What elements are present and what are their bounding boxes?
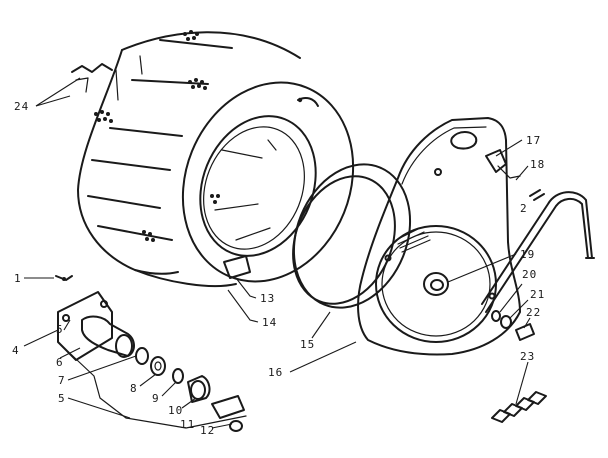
shell-seam [115,55,143,101]
bearing-housing [81,315,135,357]
rear-bulkhead-panel [357,117,521,356]
washer-part-21 [500,315,512,329]
callout-1: 1 [14,272,22,285]
plate-hole [62,314,70,322]
callout-15: 15 [300,338,315,351]
bulkhead-hole [488,292,496,300]
bushing-part-7 [135,347,149,365]
callout-24: 24 [14,100,29,113]
callout-19: 19 [520,248,535,261]
shell-slot [87,195,161,209]
bulkhead-recess [375,225,497,343]
bracket-plate [485,149,507,173]
callout-22: 22 [526,306,541,319]
drum-glides-part-23 [491,391,547,423]
clip-part-12 [229,420,243,432]
drum-back-rim [77,49,179,275]
drum-front-flange-outer [181,81,355,283]
seal-inner-edge [292,175,396,305]
callout-labels: 24 1 4 5 6 7 5 8 9 10 11 12 13 14 15 16 … [12,100,545,437]
callout-14: 14 [262,316,277,329]
drum-shaft-hub [423,272,449,296]
callout-11: 11 [180,418,195,431]
callout-4: 4 [12,344,20,357]
bulkhead-vent-slot [450,131,478,150]
shell-slot [131,79,209,85]
callout-12: 12 [200,424,215,437]
bulkhead-rim [401,126,487,185]
sleeve-part-10-face [190,380,206,400]
assembly-outline [59,343,247,429]
shell-slot [159,39,233,49]
bearing-part-8 [150,356,166,376]
drum-inner-lip [203,126,305,250]
leader-lines [23,77,531,429]
flange-hole [297,97,303,103]
shell-slot [91,159,171,171]
screw-part-1 [55,275,73,281]
bearing-bracket [485,149,521,179]
callout-6: 6 [56,356,64,369]
drum-bottom-bracket [223,255,251,279]
perforation-holes [94,30,220,242]
screw-part-1-head [62,277,66,281]
sleeve-part-10 [187,375,211,403]
plate-hole [100,300,108,308]
screw-part-2 [529,189,545,201]
callout-21: 21 [530,288,545,301]
bulkhead-hole [384,254,392,262]
callout-20: 20 [522,268,537,281]
callout-16: 16 [268,366,283,379]
drum-bottom-edge [134,269,237,287]
front-bearing-assembly [55,275,247,432]
shaft-part-11 [211,395,245,419]
bearing-support-plate [57,291,113,361]
bearing-housing-face [115,334,133,358]
callout-9: 9 [152,392,160,405]
ring-part-9 [172,368,184,384]
bulkhead-hole [434,168,442,176]
drum-top-edge [121,31,301,59]
drum-clip [71,63,113,73]
bulkhead-recess-inner [381,231,491,337]
rod-upper [485,198,589,313]
seal-outer-edge [292,163,412,309]
bulkhead-hatched-opening [395,227,431,253]
inner-baffles [214,139,277,241]
callout-23: 23 [520,350,535,363]
bearing-part-8-bore [154,361,162,371]
bulkhead-outline [357,117,521,356]
drum-clip-tab [75,77,89,93]
callout-10: 10 [168,404,183,417]
callout-2: 2 [520,202,528,215]
callout-8: 8 [130,382,138,395]
callout-5a: 5 [56,323,64,336]
drum-front-opening [199,115,317,257]
dryer-drum [71,30,355,287]
callout-5b: 5 [58,392,66,405]
bracket-arm [497,165,521,179]
callout-7: 7 [58,374,66,387]
callout-18: 18 [530,158,545,171]
washer-part-20 [491,310,501,322]
shell-slot [97,225,173,241]
callout-13: 13 [260,292,275,305]
drum-shaft [430,279,444,291]
drum-support-rod [481,191,595,313]
shell-slot [109,127,183,137]
callout-17: 17 [526,134,541,147]
rod-lower [481,191,593,305]
